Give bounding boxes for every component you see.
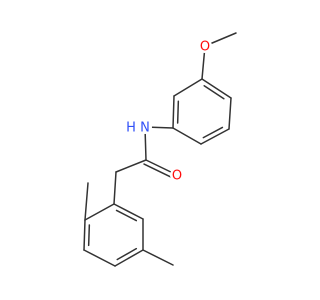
amide-hydrogen-label-mask <box>125 121 137 133</box>
bond-ring-a1-a2-inner <box>203 85 225 100</box>
bond-layer <box>83 32 237 267</box>
bond-ring-b4-b5 <box>114 249 144 267</box>
bond-ring-b6-b1-inner <box>115 209 138 222</box>
carbonyl-oxygen-label: O <box>172 169 182 184</box>
bond-methyl-b2 <box>84 182 89 221</box>
carbonyl-oxygen-label-mask <box>170 168 184 182</box>
bond-carbonyl-oxygen-second <box>143 163 176 180</box>
bond-ring-a5-a6-inner <box>176 100 180 124</box>
amide-hydrogen-label: H <box>126 121 136 136</box>
bond-ring-a3-a4-inner <box>202 126 224 139</box>
bond-ring-a5-a6 <box>172 95 175 129</box>
bond-ring-a6-a1 <box>173 78 203 97</box>
bond-ring-a1-a2 <box>201 78 232 99</box>
bond-ring-a4-a5 <box>172 127 202 145</box>
bond-ring-a2-a3 <box>228 97 232 130</box>
methoxy-oxygen-label: O <box>200 40 210 55</box>
methoxy-oxygen-label-mask <box>198 39 212 53</box>
amide-nitrogen-label: N <box>140 121 150 136</box>
molecule-diagram: O O NH <box>83 32 237 267</box>
bond-ring-a3-a4 <box>200 128 230 145</box>
bond-methyl-b5 <box>142 249 174 266</box>
bond-ring-b2-b3 <box>83 219 86 251</box>
bond-methylene-ring <box>113 171 117 205</box>
bond-carbonyl-methylene <box>115 159 147 173</box>
bond-ring-b2-b3-inner <box>87 224 91 247</box>
bond-ring-b3-b4 <box>83 249 116 267</box>
amide-nitrogen-label-mask <box>138 120 152 134</box>
atom-label-layer: O O NH <box>125 39 212 184</box>
bond-ring-b1-b2 <box>84 203 115 221</box>
bond-ring-b6-b1 <box>113 203 144 220</box>
bond-ring-b4-b5-inner <box>116 247 138 261</box>
